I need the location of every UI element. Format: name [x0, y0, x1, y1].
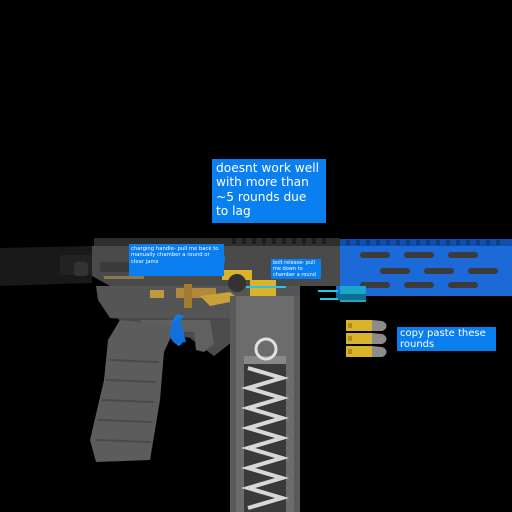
magazine	[230, 296, 300, 512]
handguard	[336, 239, 512, 302]
bolt-catch[interactable]	[228, 274, 246, 292]
round[interactable]	[346, 346, 387, 357]
round[interactable]	[346, 333, 387, 344]
pistol-grip	[90, 320, 176, 462]
stock-latch	[74, 262, 88, 276]
safety-selector[interactable]	[169, 318, 186, 344]
round[interactable]	[346, 320, 387, 331]
ring-icon[interactable]	[254, 337, 278, 361]
lag-warning-note: doesnt work well with more than ~5 round…	[212, 159, 326, 223]
copy-rounds-note: copy paste these rounds	[397, 327, 496, 351]
charging-handle-note: charging handle- pull me back to manuall…	[129, 244, 224, 276]
bolt-release-note: bolt release- pull me down to chamber a …	[271, 259, 321, 279]
grip-texture	[95, 359, 159, 443]
spare-rounds[interactable]	[346, 320, 387, 357]
